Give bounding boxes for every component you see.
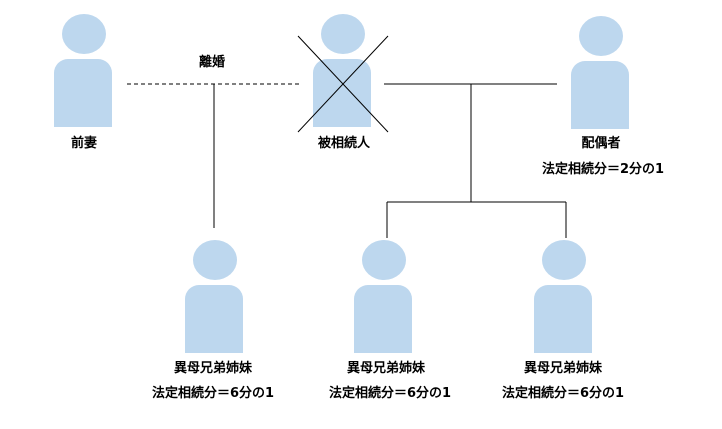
half-sibling-share-label-2: 法定相続分＝6分の1 (328, 386, 452, 401)
deceased-figure (312, 14, 372, 127)
deceased-label: 被相続人 (317, 136, 371, 151)
person-body (571, 61, 629, 129)
person-head (193, 240, 237, 280)
person-head (321, 14, 365, 54)
half-sibling-figure-2 (353, 240, 413, 353)
half-sibling-figure-3 (533, 240, 593, 353)
former-spouse-figure (53, 14, 113, 127)
person-body (185, 285, 243, 353)
spouse-figure (570, 16, 630, 129)
half-sibling-label-3: 異母兄弟姉妹 (523, 361, 603, 376)
divorce-label: 離婚 (198, 55, 226, 70)
half-sibling-share-label-3: 法定相続分＝6分の1 (501, 386, 625, 401)
person-body (354, 285, 412, 353)
half-sibling-label-2: 異母兄弟姉妹 (346, 361, 426, 376)
half-sibling-label-1: 異母兄弟姉妹 (173, 361, 253, 376)
half-sibling-figure-1 (184, 240, 244, 353)
person-body (534, 285, 592, 353)
person-body (313, 59, 371, 127)
former-spouse-label: 前妻 (70, 136, 98, 151)
person-head (579, 16, 623, 56)
person-head (542, 240, 586, 280)
person-body (54, 59, 112, 127)
half-sibling-share-label-1: 法定相続分＝6分の1 (151, 386, 275, 401)
person-head (62, 14, 106, 54)
person-head (362, 240, 406, 280)
spouse-share-label: 法定相続分＝2分の1 (541, 162, 665, 177)
spouse-label: 配偶者 (581, 136, 621, 151)
